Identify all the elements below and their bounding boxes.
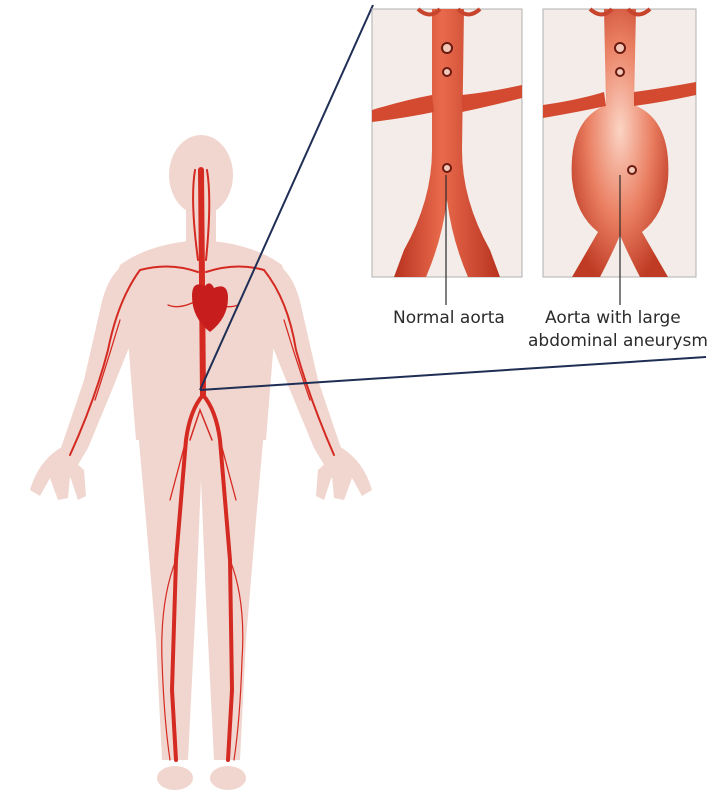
- normal-aorta-panel: [372, 9, 522, 277]
- aneurysm-label-line2: abdominal aneurysm: [528, 330, 708, 352]
- aneurysm-label-line1: Aorta with large: [545, 307, 681, 329]
- normal-aorta-label: Normal aorta: [393, 307, 505, 329]
